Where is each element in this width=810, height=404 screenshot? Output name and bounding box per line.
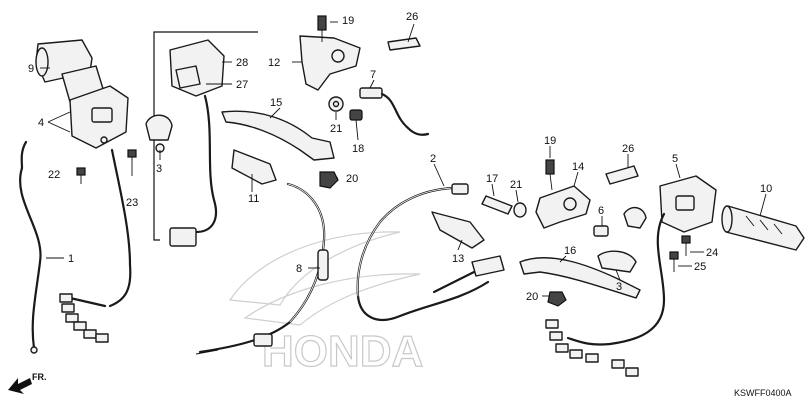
switch-6 bbox=[593, 225, 609, 237]
callout-22: 22 bbox=[48, 169, 60, 181]
holder-left bbox=[299, 15, 421, 91]
callout-8: 8 bbox=[296, 263, 302, 275]
nut-20-left bbox=[319, 171, 339, 189]
right-switch-housing bbox=[623, 175, 717, 233]
callouts: 9 4 22 23 1 28 27 3 11 12 19 26 15 7 21 … bbox=[28, 11, 772, 303]
washer-21-left bbox=[328, 96, 344, 112]
brake-lever bbox=[519, 257, 641, 299]
nut-20-right bbox=[547, 291, 567, 307]
callout-11: 11 bbox=[248, 193, 259, 205]
throttle-cable bbox=[19, 140, 42, 354]
screw-22 bbox=[76, 167, 86, 184]
callout-21-left: 21 bbox=[330, 123, 342, 135]
front-label: FR. bbox=[32, 372, 47, 382]
bolt-17 bbox=[481, 195, 513, 215]
switch-7 bbox=[359, 87, 430, 136]
callout-6: 6 bbox=[598, 205, 604, 217]
left-switch-housing bbox=[69, 85, 129, 149]
screw-24 bbox=[681, 235, 691, 256]
callout-21-right: 21 bbox=[510, 179, 522, 191]
callout-12: 12 bbox=[268, 57, 280, 69]
callout-23: 23 bbox=[126, 197, 138, 209]
callout-9: 9 bbox=[28, 63, 34, 75]
callout-13: 13 bbox=[452, 253, 464, 265]
callout-16: 16 bbox=[564, 245, 576, 257]
screw-18 bbox=[349, 109, 363, 121]
starter-switch bbox=[169, 39, 225, 247]
callout-19-right: 19 bbox=[544, 135, 556, 147]
left-wiring-harness bbox=[59, 148, 132, 343]
callout-3-left: 3 bbox=[156, 163, 162, 175]
honda-wing-logo bbox=[228, 231, 421, 326]
washer-21-right bbox=[513, 202, 527, 218]
callout-5: 5 bbox=[672, 153, 678, 165]
callout-19-left: 19 bbox=[342, 15, 354, 27]
callout-3-right: 3 bbox=[616, 281, 622, 293]
callout-7: 7 bbox=[370, 69, 376, 81]
callout-1: 1 bbox=[68, 253, 74, 265]
callout-17: 17 bbox=[486, 173, 498, 185]
callout-10: 10 bbox=[760, 183, 772, 195]
front-direction-indicator: FR. bbox=[8, 372, 47, 394]
callout-25: 25 bbox=[694, 261, 706, 273]
honda-watermark: HONDA bbox=[228, 231, 424, 377]
callout-15: 15 bbox=[270, 97, 282, 109]
screw-25 bbox=[669, 251, 679, 272]
callout-18: 18 bbox=[352, 143, 364, 155]
lever-boot-right bbox=[431, 211, 485, 249]
callout-26-left: 26 bbox=[406, 11, 418, 23]
callout-26-right: 26 bbox=[622, 143, 634, 155]
clamp-left bbox=[145, 114, 173, 153]
throttle-cable-2 bbox=[356, 183, 505, 321]
lever-boot-left bbox=[231, 149, 277, 185]
screw-23 bbox=[127, 149, 137, 176]
right-wiring-harness bbox=[545, 212, 666, 377]
diagram-code: KSWFF0400A bbox=[734, 388, 792, 398]
callout-4: 4 bbox=[38, 117, 44, 129]
callout-20-right: 20 bbox=[526, 291, 538, 303]
clamp-right bbox=[597, 250, 637, 273]
callout-2: 2 bbox=[430, 153, 436, 165]
clutch-lever bbox=[221, 110, 335, 161]
leader-lines bbox=[40, 21, 767, 297]
front-arrow-icon bbox=[8, 378, 32, 394]
clutch-cable bbox=[195, 182, 329, 355]
holder-right bbox=[535, 159, 639, 229]
callout-20-left: 20 bbox=[346, 173, 358, 185]
callout-24: 24 bbox=[706, 247, 718, 259]
callout-14: 14 bbox=[572, 161, 584, 173]
callout-28: 28 bbox=[236, 57, 248, 69]
honda-watermark-text: HONDA bbox=[262, 327, 423, 376]
callout-27: 27 bbox=[236, 79, 248, 91]
right-grip bbox=[721, 205, 805, 251]
